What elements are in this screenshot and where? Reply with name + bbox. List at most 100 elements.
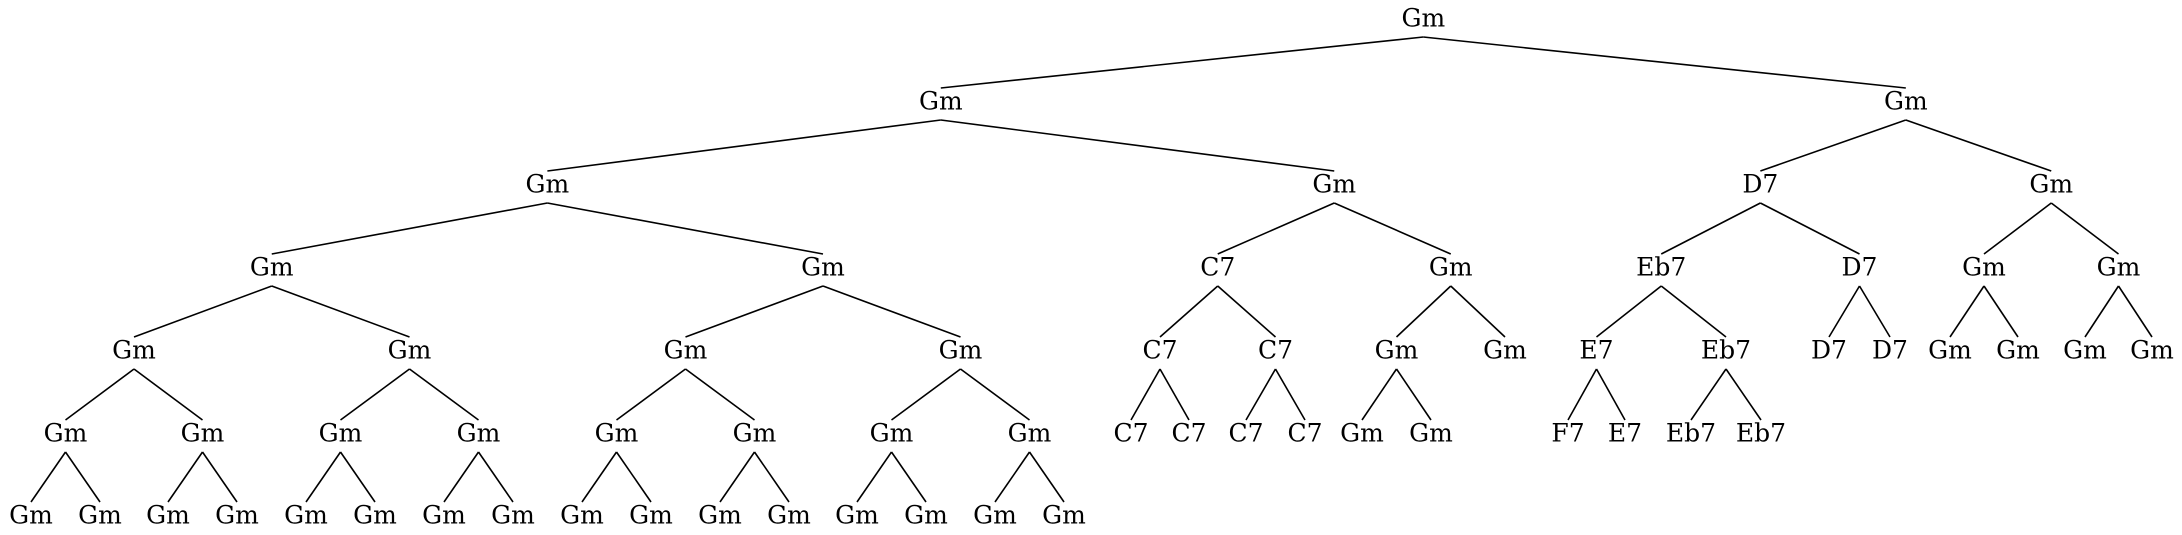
chord-node: Gm [284, 501, 328, 530]
chord-node: Gm [388, 336, 432, 365]
tree-edge [1395, 368, 1432, 421]
chord-node: Gm [733, 419, 777, 448]
tree-edge [1725, 368, 1762, 421]
chord-node: Eb7 [1636, 253, 1686, 282]
tree-edge [1660, 285, 1727, 338]
chord-node: Gm [919, 87, 963, 116]
tree-edge [1245, 368, 1277, 421]
tree-edge [994, 451, 1031, 503]
chord-node: Gm [973, 501, 1017, 530]
tree-edge [1949, 285, 1985, 338]
chord-node: Gm [44, 419, 88, 448]
tree-edge [340, 368, 410, 421]
tree-edge [167, 451, 204, 503]
tree-edge [581, 451, 618, 503]
tree-edge [1760, 119, 1907, 172]
tree-edge [753, 451, 790, 503]
tree-edge [685, 285, 824, 338]
chord-node: Gm [1008, 419, 1052, 448]
chord-node: Gm [1962, 253, 2006, 282]
chord-node: Gm [870, 419, 914, 448]
tree-edge [1395, 285, 1452, 338]
tree-edge [133, 368, 203, 421]
chord-node: Gm [664, 336, 708, 365]
tree-edge [201, 451, 238, 503]
tree-edge [1333, 202, 1452, 255]
chord-node: Gm [698, 501, 742, 530]
chord-node: D7 [1842, 253, 1878, 282]
tree-edge [940, 36, 1424, 89]
chord-node: E7 [1579, 336, 1613, 365]
tree-edge [477, 451, 514, 503]
chord-node: C7 [1200, 253, 1235, 282]
tree-edge [1423, 36, 1906, 89]
chord-node: Gm [78, 501, 122, 530]
chord-node: Gm [1884, 87, 1928, 116]
chord-node: D7 [1742, 170, 1778, 199]
chord-node: Gm [9, 501, 53, 530]
tree-edge [960, 368, 1030, 421]
chord-node: Gm [595, 419, 639, 448]
tree-edge [64, 451, 101, 503]
tree-edge [822, 285, 961, 338]
tree-edge [1217, 202, 1335, 255]
chord-node: Gm [112, 336, 156, 365]
tree-edge [1983, 202, 2052, 255]
chord-node: Gm [767, 501, 811, 530]
chord-node: Gm [457, 419, 501, 448]
tree-edge [1660, 202, 1761, 255]
chord-node: Gm [422, 501, 466, 530]
chord-node: Gm [2029, 170, 2073, 199]
tree-edge [1858, 285, 1891, 338]
chord-node: Gm [1429, 253, 1473, 282]
chord-node: Eb7 [1736, 419, 1786, 448]
chord-node: Gm [146, 501, 190, 530]
tree-edge [1450, 285, 1506, 338]
tree-edge [271, 202, 548, 255]
tree-edge [409, 368, 479, 421]
tree-edge [1274, 368, 1306, 421]
tree-edge [616, 368, 686, 421]
tree-edges [30, 36, 2153, 503]
tree-edge [856, 451, 893, 503]
tree-edge [443, 451, 480, 503]
tree-edge [1905, 119, 2052, 172]
tree-edge [1130, 368, 1161, 421]
chord-node: Eb7 [1701, 336, 1751, 365]
tree-edge [890, 451, 927, 503]
chord-node: C7 [1258, 336, 1293, 365]
chord-node: Gm [526, 170, 570, 199]
tree-edge [30, 451, 67, 503]
tree-edge [133, 285, 273, 338]
tree-edge [940, 119, 1335, 172]
chord-node: C7 [1171, 419, 1206, 448]
tree-edge [1361, 368, 1398, 421]
chord-node: Gm [1375, 336, 1419, 365]
chord-node: Gm [1928, 336, 1972, 365]
tree-edge [719, 451, 756, 503]
chord-node: Gm [1340, 419, 1384, 448]
chord-node: D7 [1872, 336, 1908, 365]
chord-node: Gm [1042, 501, 1086, 530]
tree-edge [339, 451, 376, 503]
tree-edge [1760, 202, 1860, 255]
tree-edge [1596, 285, 1662, 338]
tree-edge [547, 119, 941, 172]
tree-edge [1690, 368, 1727, 421]
chord-node: Gm [2097, 253, 2141, 282]
chord-node: Gm [1401, 4, 1445, 33]
chord-node: C7 [1228, 419, 1263, 448]
chord-node: Gm [491, 501, 535, 530]
tree-edge [65, 368, 135, 421]
chord-node: F7 [1551, 419, 1584, 448]
chord-node: Gm [181, 419, 225, 448]
chord-node: Gm [215, 501, 259, 530]
tree-edge [615, 451, 652, 503]
chord-node: Gm [2130, 336, 2174, 365]
chord-node: Gm [319, 419, 363, 448]
chord-node: C7 [1113, 419, 1148, 448]
chord-node: Gm [835, 501, 879, 530]
chord-node: E7 [1608, 419, 1642, 448]
tree-edge [1159, 285, 1219, 338]
